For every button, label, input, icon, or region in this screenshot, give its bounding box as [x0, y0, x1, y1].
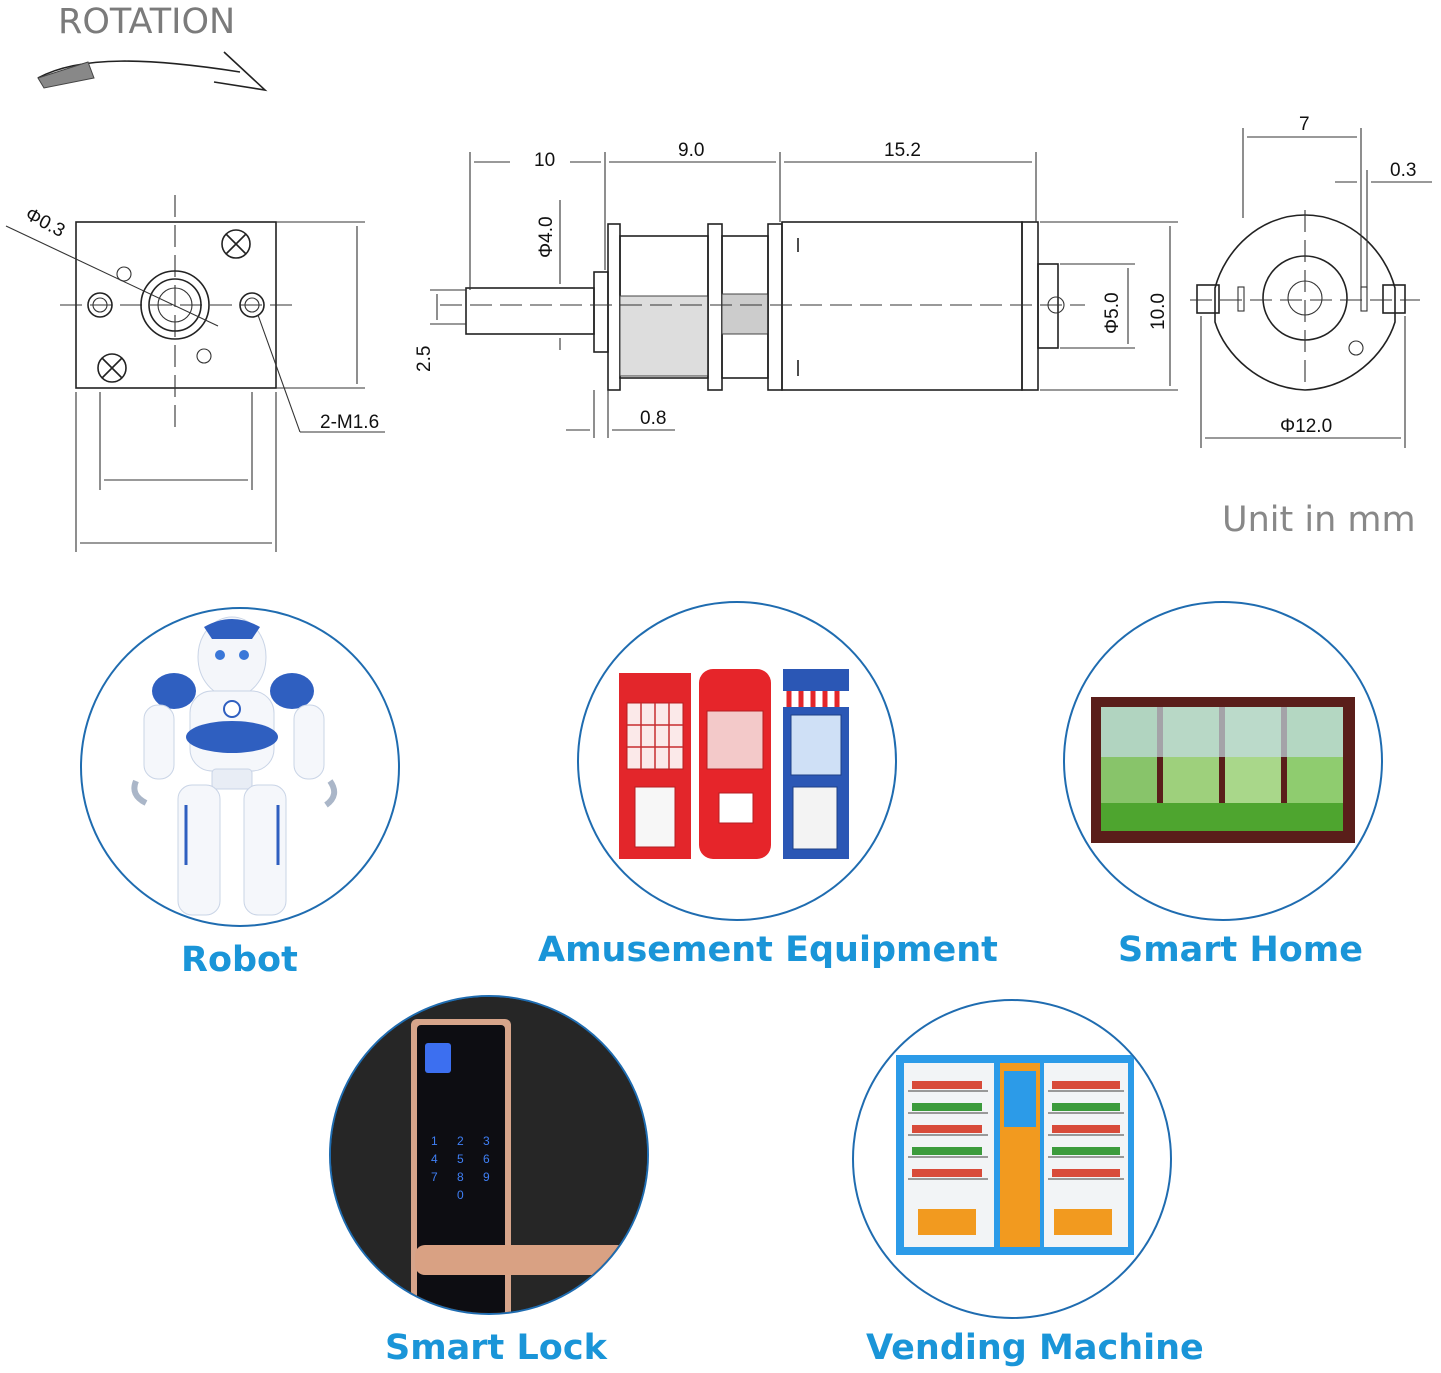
unit-label: Unit in mm [1222, 500, 1416, 540]
robot-icon [131, 616, 338, 916]
smart-home-circle [1063, 601, 1383, 921]
side-view: 10 9.0 15.2 Φ4.0 2.5 0.8 Φ5.0 10.0 [414, 140, 1178, 438]
shaft-dia-label: Φ4.0 [536, 216, 557, 258]
amusement-label: Amusement Equipment [538, 930, 998, 970]
height-label: 10.0 [1148, 293, 1169, 330]
flat-label: 2.5 [414, 346, 435, 372]
robot-circle [80, 607, 400, 927]
end-view: 7 0.3 Φ12.0 [1190, 114, 1432, 448]
shaft-length-label: 10 [534, 150, 555, 171]
robot-label: Robot [181, 940, 298, 980]
smart-lock-label: Smart Lock [385, 1328, 607, 1368]
vending-machine-icon [896, 1055, 1134, 1255]
window-icon [1091, 697, 1355, 843]
svg-text:8: 8 [457, 1170, 464, 1184]
svg-text:0: 0 [457, 1188, 464, 1202]
claw-machine-icon [619, 669, 849, 859]
svg-text:9: 9 [483, 1170, 490, 1184]
end-width-label: 7 [1299, 114, 1310, 135]
vending-circle [852, 999, 1172, 1319]
tab-label: 0.3 [1390, 160, 1416, 181]
rotation-arrow-icon [37, 51, 268, 92]
rotation-label: ROTATION [58, 2, 236, 42]
outer-dia-label: Φ12.0 [1280, 416, 1332, 437]
vending-label: Vending Machine [866, 1328, 1204, 1368]
svg-text:7: 7 [431, 1170, 438, 1184]
boss-dia-label: Φ5.0 [1102, 292, 1123, 334]
amusement-circle [577, 601, 897, 921]
motor-length-label: 15.2 [884, 140, 921, 161]
door-lock-icon: 1 2 3 4 5 6 7 8 9 0 [331, 997, 647, 1313]
svg-text:4: 4 [431, 1152, 438, 1166]
screws-label: 2-M1.6 [320, 412, 379, 433]
collar-label: 0.8 [640, 408, 666, 429]
svg-text:3: 3 [483, 1134, 490, 1148]
svg-text:2: 2 [457, 1134, 464, 1148]
front-view: Φ0.3 2-M1.6 [5, 195, 385, 552]
svg-text:6: 6 [483, 1152, 490, 1166]
svg-text:5: 5 [457, 1152, 464, 1166]
smart-home-label: Smart Home [1118, 930, 1364, 970]
svg-text:1: 1 [431, 1134, 438, 1148]
technical-drawing: Φ0.3 2-M1.6 10 9.0 15.2 Φ4.0 [5, 51, 1432, 552]
smart-lock-circle: 1 2 3 4 5 6 7 8 9 0 [329, 995, 649, 1315]
gear-length-label: 9.0 [678, 140, 704, 161]
